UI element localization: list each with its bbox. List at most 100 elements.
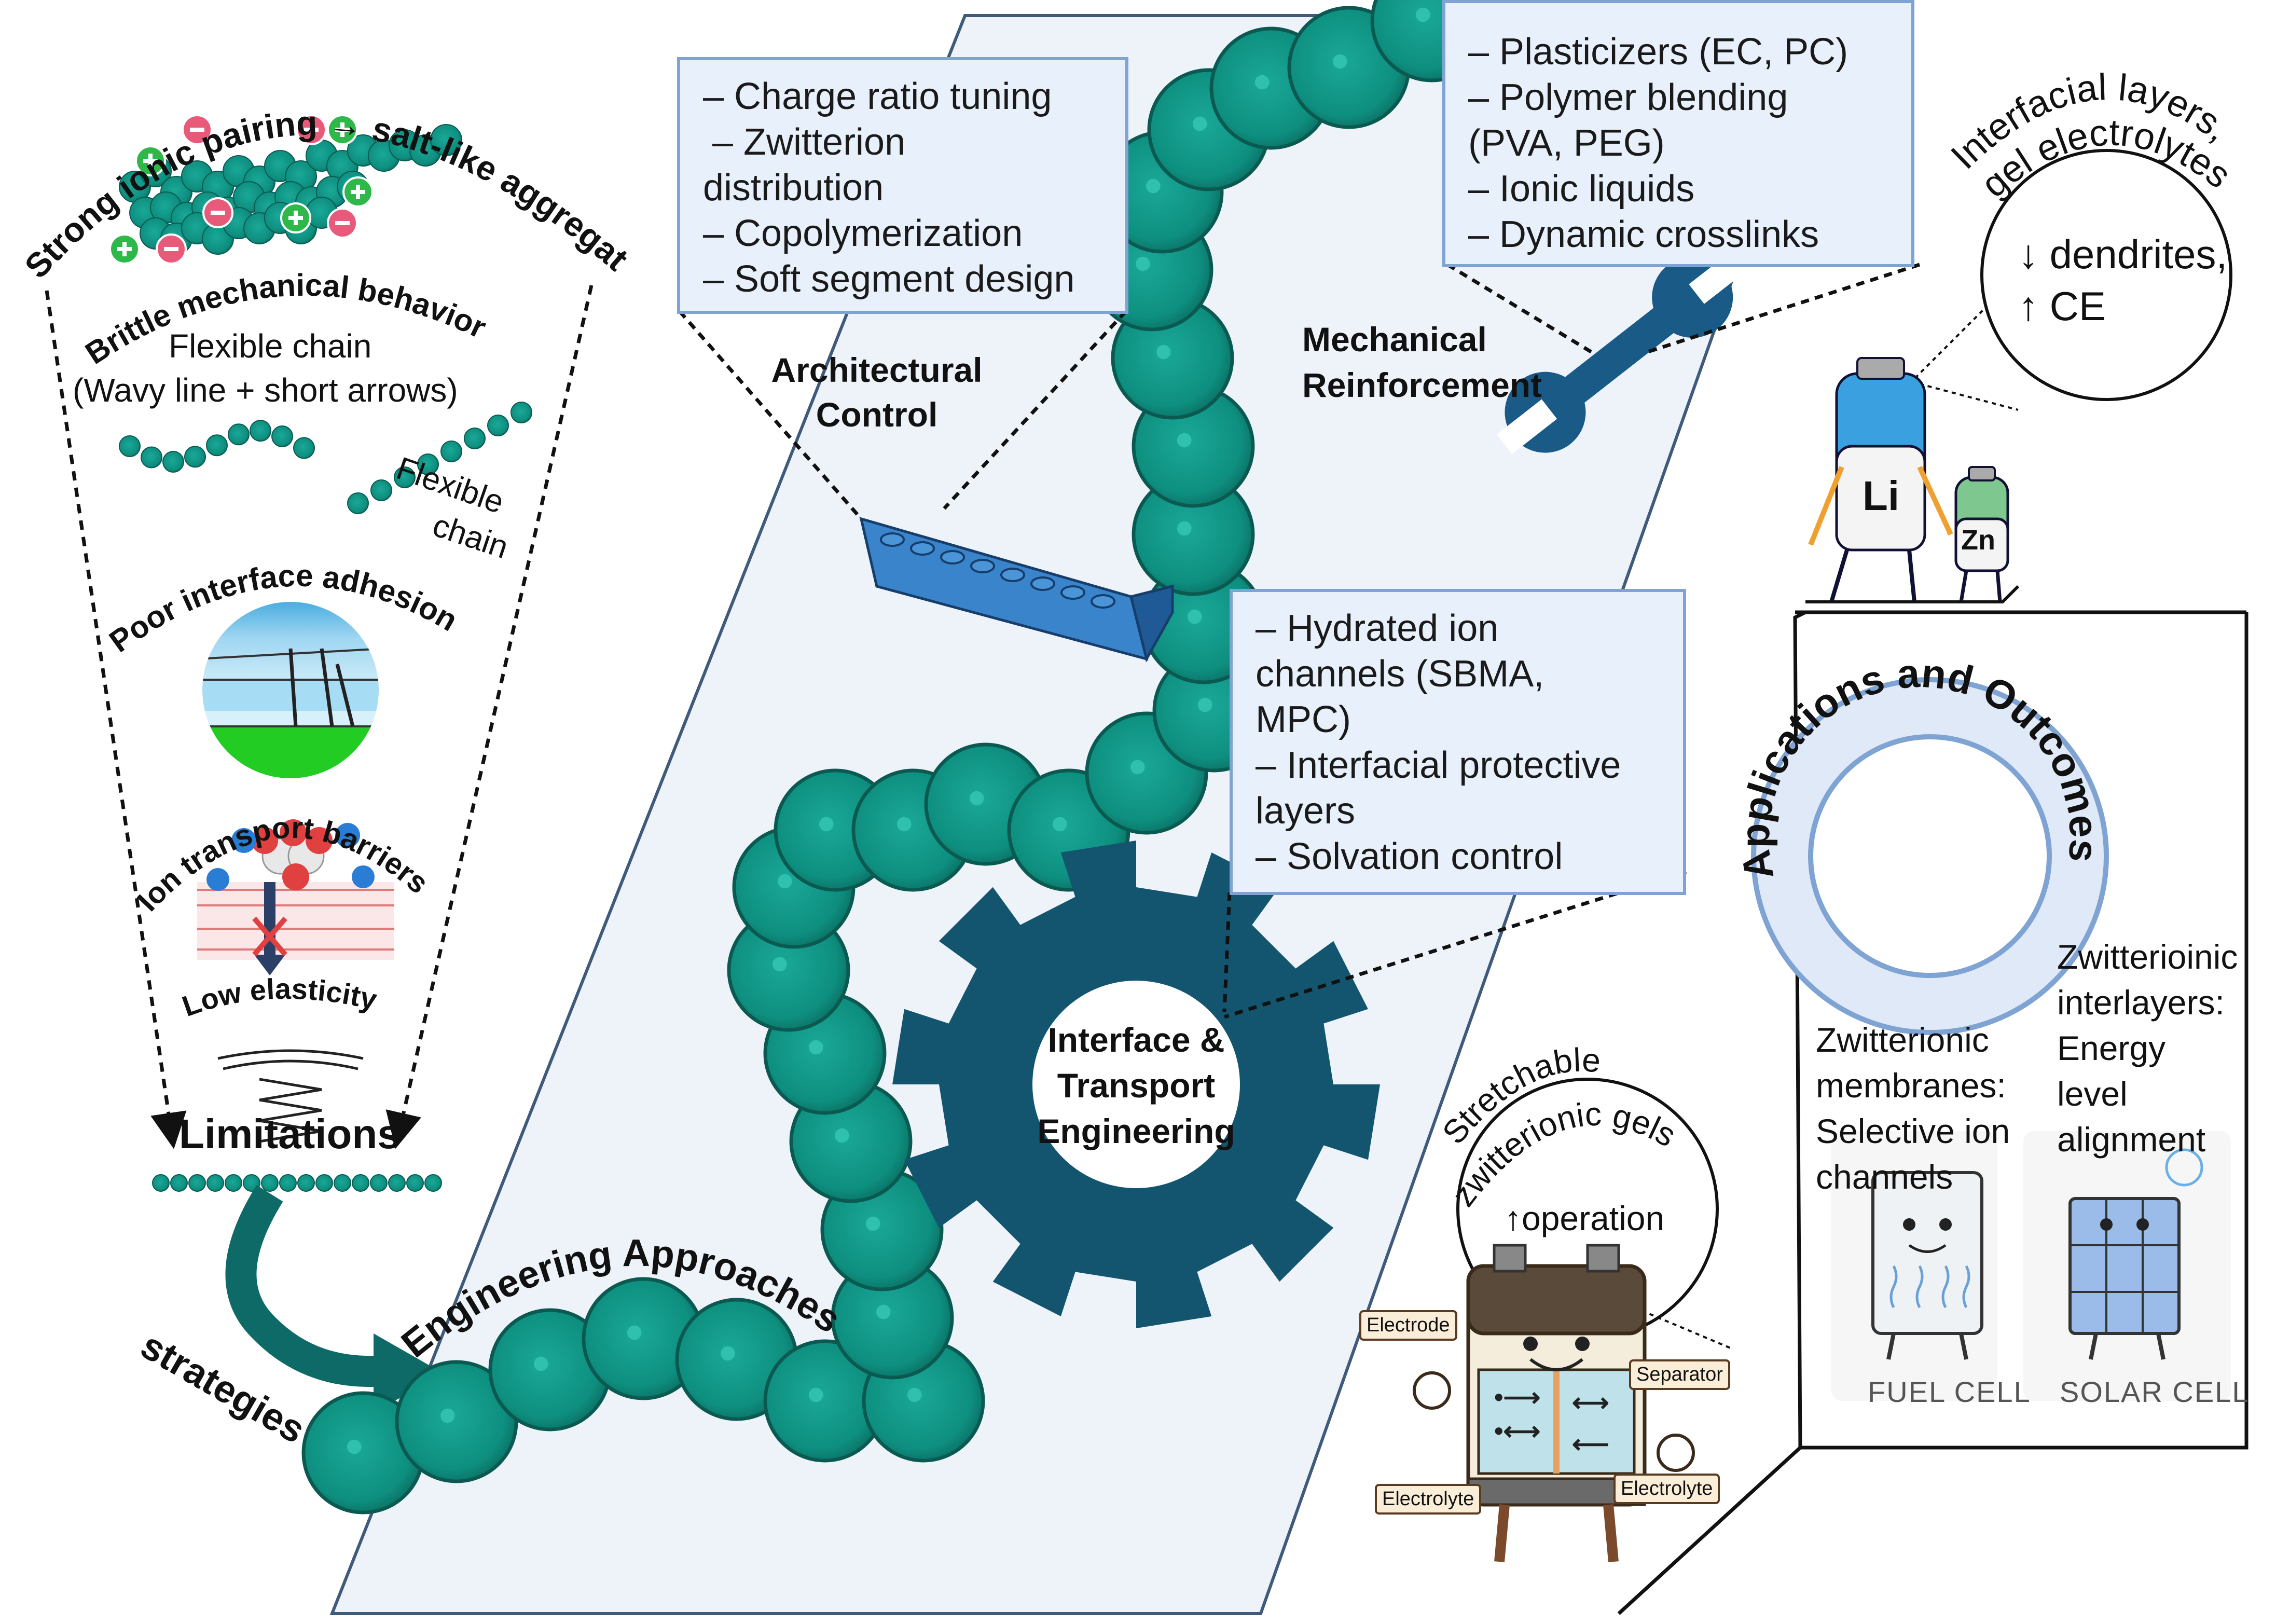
anion-icon <box>156 233 187 265</box>
ion-cluster-icon <box>109 114 462 265</box>
funnel-right-dashed <box>385 285 594 1149</box>
battery-callout-line-2: ↑ CE <box>2018 283 2106 329</box>
flex-chain-bead <box>394 466 416 488</box>
electrode-tag: Electrode <box>1359 1310 1457 1341</box>
wavy-chain-bead <box>206 434 228 457</box>
apps-frame-left <box>1617 610 1806 1615</box>
polymer-bead <box>582 1277 705 1400</box>
brick-stud <box>1030 576 1055 591</box>
mechanical-item: – Ionic liquids <box>1468 168 1695 210</box>
polymer-bead <box>1132 473 1255 596</box>
limit-bead <box>315 1174 333 1192</box>
stretchable-battery-icon <box>1413 1244 1695 1562</box>
limit-bead <box>424 1174 442 1192</box>
interlayers-line: Energy <box>2057 1029 2166 1067</box>
cation-icon <box>342 176 374 208</box>
membranes-line: membranes: <box>1816 1066 2006 1105</box>
architectural-item: – Soft segment design <box>703 258 1075 300</box>
strategies-arrowhead-icon <box>374 1333 446 1411</box>
separator-tag: Separator <box>1629 1359 1730 1390</box>
brick-stud <box>1091 594 1115 609</box>
interface-items-box: – Hydrated ion channels (SBMA, MPC) – In… <box>1230 589 1686 895</box>
anion-icon <box>202 197 233 228</box>
ion-barrier-icon <box>197 819 394 975</box>
interface-item: – Solvation control <box>1256 836 1563 877</box>
architectural-item: – Copolymerization <box>703 213 1023 254</box>
funnel-left-dashed <box>45 290 187 1149</box>
brick-stud <box>1000 568 1025 582</box>
wavy-chain-bead <box>141 446 162 469</box>
brick-stud <box>970 559 995 573</box>
limit-bead <box>334 1174 351 1192</box>
membranes-text: Zwitterionic membranes: Selective ion ch… <box>1816 1017 2010 1200</box>
interface-item: – Hydrated ion <box>1256 608 1499 649</box>
flex-chain-bead <box>464 428 486 449</box>
cation-icon <box>109 233 140 265</box>
limit-bead <box>388 1174 406 1192</box>
limit-bead <box>352 1174 369 1192</box>
limit-bead <box>279 1174 297 1192</box>
polymer-bead <box>301 1391 425 1515</box>
spring-icon <box>217 1049 364 1143</box>
mechanical-label-1: Mechanical <box>1302 320 1487 359</box>
wavy-chain-bead <box>271 425 293 448</box>
flex-caption-2: (Wavy line + short arrows) <box>73 371 458 409</box>
battery-ground-line <box>1805 585 2020 603</box>
interlayers-line: Zwitterioinic <box>2057 938 2238 976</box>
svg-text:•⟷: •⟷ <box>1494 1416 1540 1446</box>
limit-bead <box>170 1174 188 1192</box>
mechanical-label: Mechanical Reinforcement <box>1302 316 1542 408</box>
limit-bead <box>406 1174 424 1192</box>
interlayers-line: alignment <box>2057 1120 2206 1159</box>
membranes-line: Selective ion <box>1816 1112 2010 1150</box>
mechanical-item: – Polymer blending <box>1468 77 1788 118</box>
limitations-bead-row <box>152 1174 442 1192</box>
battery-callout-text: ↓ dendrites, ↑ CE <box>2018 228 2227 332</box>
li-label: Li <box>1863 473 1900 519</box>
flex-chain-bead <box>370 479 392 501</box>
flex-chain-bead <box>511 402 532 423</box>
cation-icon <box>135 145 166 176</box>
interface-item: channels (SBMA, <box>1256 653 1544 695</box>
gear-label-2: Transport <box>1057 1066 1216 1105</box>
limit-bead <box>206 1174 224 1192</box>
brick-stud <box>880 532 905 547</box>
limit-bead <box>225 1174 242 1192</box>
interface-item: – Interfacial protective <box>1256 745 1621 786</box>
brick-stud <box>940 550 965 565</box>
anion-icon <box>327 208 358 239</box>
wavy-chain-bead <box>293 437 315 459</box>
interlayers-line: interlayers: <box>2057 983 2225 1022</box>
limit-bead <box>152 1174 170 1192</box>
interface-item: layers <box>1256 790 1356 832</box>
limit-bead <box>188 1174 206 1192</box>
flexible-chain-icon <box>347 402 532 514</box>
architectural-label-1: Architectural <box>771 351 983 389</box>
zinc-battery-icon <box>1954 466 2009 602</box>
membranes-line: channels <box>1816 1158 1953 1196</box>
wrench-icon <box>1496 249 1749 455</box>
label-low-elasticity: Low elasticity <box>178 972 380 1023</box>
limit-bead <box>297 1174 315 1192</box>
limit-bead <box>261 1174 279 1192</box>
brick-stud <box>1060 585 1085 600</box>
wavy-chain-bead <box>162 450 184 473</box>
flex-chain-bead <box>347 492 369 514</box>
wavy-chain-bead <box>184 446 206 468</box>
wavy-chain-icon <box>119 420 315 473</box>
building-block-icon <box>859 517 1174 663</box>
gear-label-3: Engineering <box>1037 1112 1235 1150</box>
anion-icon <box>296 114 327 145</box>
limit-bead <box>370 1174 388 1192</box>
battery-callout-line-1: ↓ dendrites, <box>2018 231 2228 277</box>
anion-icon <box>182 114 213 145</box>
mechanical-item: – Plasticizers (EC, PC) <box>1468 31 1849 73</box>
svg-text:•⟶: •⟶ <box>1494 1383 1540 1412</box>
gear-label-1: Interface & <box>1047 1021 1225 1059</box>
fuel-cell-label: FUEL CELL <box>1868 1375 2031 1408</box>
apps-frame-right <box>1800 612 2249 1450</box>
gear-hole <box>1032 981 1240 1188</box>
brick-stud <box>910 541 935 556</box>
interface-adhesion-icon <box>202 602 379 778</box>
